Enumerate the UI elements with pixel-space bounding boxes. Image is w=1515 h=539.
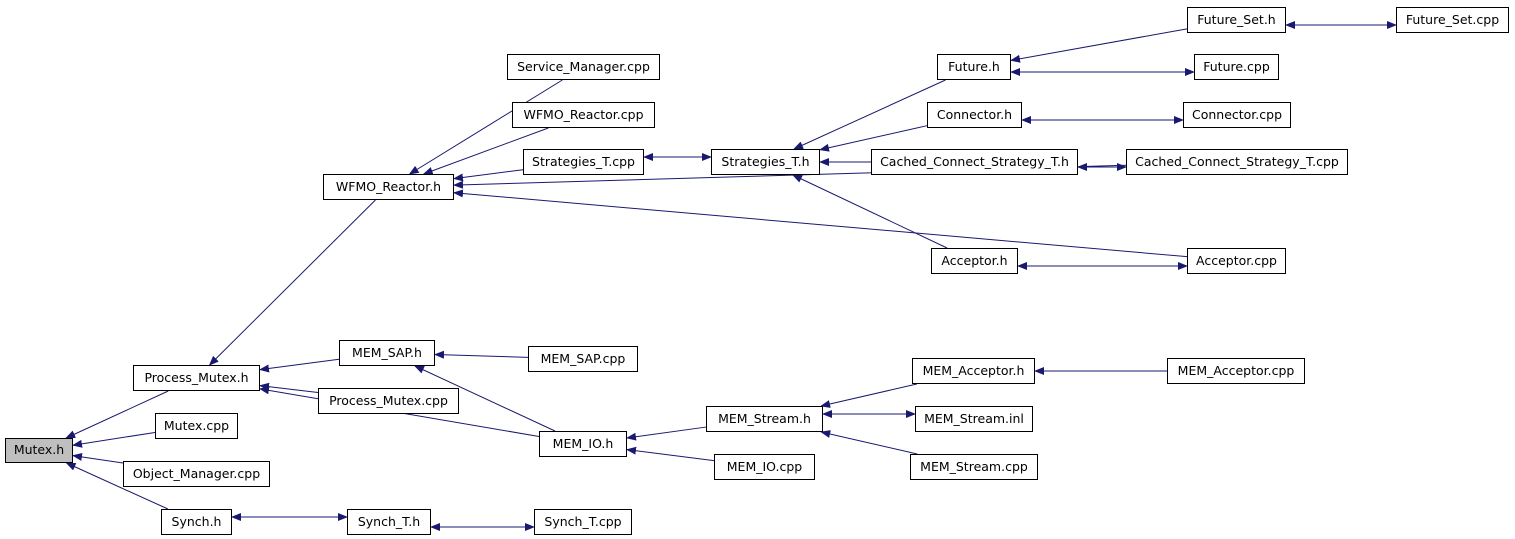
node-future-set-h[interactable]: Future_Set.h (1187, 7, 1286, 33)
node-mem-stream-h[interactable]: MEM_Stream.h (706, 406, 823, 432)
edge-process-mutex-cpp-to-process-mutex-h (259, 382, 319, 394)
edge-mutex-cpp-to-mutex-h (72, 431, 156, 448)
node-mem-stream-cpp[interactable]: MEM_Stream.cpp (910, 454, 1038, 480)
node-synch-t-h[interactable]: Synch_T.h (347, 509, 431, 535)
node-mem-stream-inl[interactable]: MEM_Stream.inl (915, 406, 1033, 432)
node-process-mutex-h[interactable]: Process_Mutex.h (133, 365, 260, 391)
node-mem-io-cpp[interactable]: MEM_IO.cpp (714, 454, 815, 480)
edge-acceptor-cpp-to-wfmo-reactor-h (453, 189, 1188, 258)
node-future-cpp[interactable]: Future.cpp (1194, 54, 1279, 80)
node-mutex-h: Mutex.h (5, 438, 73, 463)
edge-mem-io-cpp-to-mem-io-h (626, 446, 715, 462)
edge-strategies-t-cpp-to-wfmo-reactor-h (453, 169, 524, 182)
edge-service-manager-cpp-to-wfmo-reactor-h (408, 79, 563, 175)
node-mem-acceptor-h[interactable]: MEM_Acceptor.h (912, 358, 1035, 384)
edge-future-h-to-strategies-t-h (793, 79, 946, 150)
edge-mem-io-h-to-mem-sap-h (414, 365, 556, 432)
node-strategies-t-cpp[interactable]: Strategies_T.cpp (523, 149, 644, 175)
node-synch-h[interactable]: Synch.h (161, 509, 232, 535)
edge-synch-h-to-mutex-h (65, 462, 169, 510)
node-future-h[interactable]: Future.h (937, 54, 1011, 80)
node-mem-sap-cpp[interactable]: MEM_SAP.cpp (528, 346, 638, 372)
edge-mem-stream-cpp-to-mem-stream-h (820, 430, 918, 455)
edge-wfmo-reactor-h-to-process-mutex-h (208, 199, 376, 366)
edge-process-mutex-h-to-mutex-h (65, 390, 169, 439)
node-cached-connect-strategy-t-cpp[interactable]: Cached_Connect_Strategy_T.cpp (1126, 149, 1348, 175)
node-wfmo-reactor-cpp[interactable]: WFMO_Reactor.cpp (512, 102, 655, 128)
edge-object-manager-cpp-to-mutex-h (72, 452, 124, 464)
node-process-mutex-cpp[interactable]: Process_Mutex.cpp (318, 388, 459, 414)
node-wfmo-reactor-h[interactable]: WFMO_Reactor.h (323, 174, 454, 200)
node-connector-cpp[interactable]: Connector.cpp (1183, 102, 1291, 128)
node-object-manager-cpp[interactable]: Object_Manager.cpp (123, 461, 270, 487)
edge-mem-sap-cpp-to-mem-sap-h (434, 350, 529, 359)
edge-acceptor-h-to-strategies-t-h (792, 174, 948, 249)
node-mutex-cpp[interactable]: Mutex.cpp (155, 413, 238, 439)
node-service-manager-cpp[interactable]: Service_Manager.cpp (507, 54, 660, 80)
node-synch-t-cpp[interactable]: Synch_T.cpp (534, 509, 632, 535)
node-acceptor-h[interactable]: Acceptor.h (931, 248, 1018, 274)
node-cached-connect-strategy-t-h[interactable]: Cached_Connect_Strategy_T.h (871, 149, 1078, 175)
edge-connector-h-to-strategies-t-h (819, 125, 928, 152)
node-mem-io-h[interactable]: MEM_IO.h (539, 431, 627, 457)
node-mem-sap-h[interactable]: MEM_SAP.h (339, 340, 435, 366)
edge-future-set-h-to-future-h (1010, 28, 1188, 63)
edge-mem-sap-h-to-process-mutex-h (259, 358, 340, 373)
edge-wfmo-reactor-cpp-to-wfmo-reactor-h (422, 127, 549, 175)
node-strategies-t-h[interactable]: Strategies_T.h (711, 149, 820, 175)
node-future-set-cpp[interactable]: Future_Set.cpp (1396, 7, 1509, 33)
node-connector-h[interactable]: Connector.h (927, 102, 1022, 128)
node-acceptor-cpp[interactable]: Acceptor.cpp (1187, 248, 1286, 274)
edge-mem-acceptor-h-to-mem-stream-h (820, 383, 918, 408)
node-mem-acceptor-cpp[interactable]: MEM_Acceptor.cpp (1167, 358, 1305, 384)
edge-mem-stream-h-to-mem-io-h (626, 426, 707, 441)
